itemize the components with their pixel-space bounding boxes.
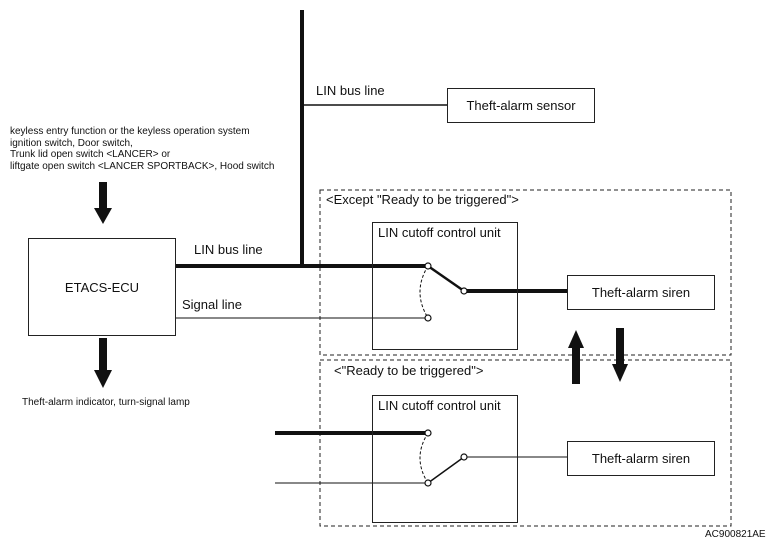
switch-blade-2: [427, 456, 465, 484]
lin-cutoff-unit-2: [372, 395, 518, 523]
theft-alarm-siren-box-1: Theft-alarm siren: [567, 275, 715, 310]
lin-bus-label-ecu: LIN bus line: [194, 242, 263, 257]
lin-cutoff-unit-1-label: LIN cutoff control unit: [378, 225, 501, 240]
theft-alarm-sensor-label: Theft-alarm sensor: [466, 98, 576, 113]
input-note-line-1: keyless entry function or the keyless op…: [10, 126, 250, 137]
state-normal-label: <Except "Ready to be triggered">: [326, 192, 519, 207]
theft-alarm-sensor-box: Theft-alarm sensor: [447, 88, 595, 123]
etacs-ecu-label: ETACS-ECU: [64, 279, 140, 295]
theft-alarm-siren-label-1: Theft-alarm siren: [591, 285, 691, 300]
theft-alarm-siren-label-2: Theft-alarm siren: [591, 451, 691, 466]
output-note: Theft-alarm indicator, turn-signal lamp: [22, 397, 190, 408]
state-ready-label: <"Ready to be triggered">: [334, 363, 484, 378]
output-arrow: [94, 338, 112, 388]
input-note-line-3: Trunk lid open switch <LANCER> or: [10, 149, 171, 160]
lin-cutoff-unit-1: [372, 222, 518, 350]
state-normal-region: [319, 189, 732, 356]
switch-link-2: [419, 432, 429, 484]
state-up-arrow: [568, 330, 584, 384]
input-switches-note: keyless entry function or the keyless op…: [10, 126, 274, 172]
lin-cutoff-unit-2-label: LIN cutoff control unit: [378, 398, 501, 413]
input-note-line-4: liftgate open switch <LANCER SPORTBACK>,…: [10, 160, 275, 172]
state-down-arrow: [612, 328, 628, 382]
terminal-1c: [424, 314, 432, 322]
switch-blade-1: [427, 264, 465, 293]
terminal-2c: [424, 479, 432, 487]
state-ready-region: [319, 359, 732, 527]
theft-alarm-siren-box-2: Theft-alarm siren: [567, 441, 715, 476]
terminal-1a: [424, 262, 432, 270]
signal-line-label: Signal line: [182, 297, 242, 312]
terminal-2b: [460, 453, 468, 461]
input-note-line-2: ignition switch, Door switch,: [10, 137, 133, 149]
terminal-2a: [424, 429, 432, 437]
switch-link-1: [419, 265, 429, 319]
lin-bus-label-top: LIN bus line: [316, 83, 385, 98]
input-arrow: [94, 182, 112, 224]
figure-code: AC900821AE: [705, 529, 766, 540]
terminal-1b: [460, 287, 468, 295]
etacs-ecu-box: ETACS-ECU: [28, 238, 176, 336]
